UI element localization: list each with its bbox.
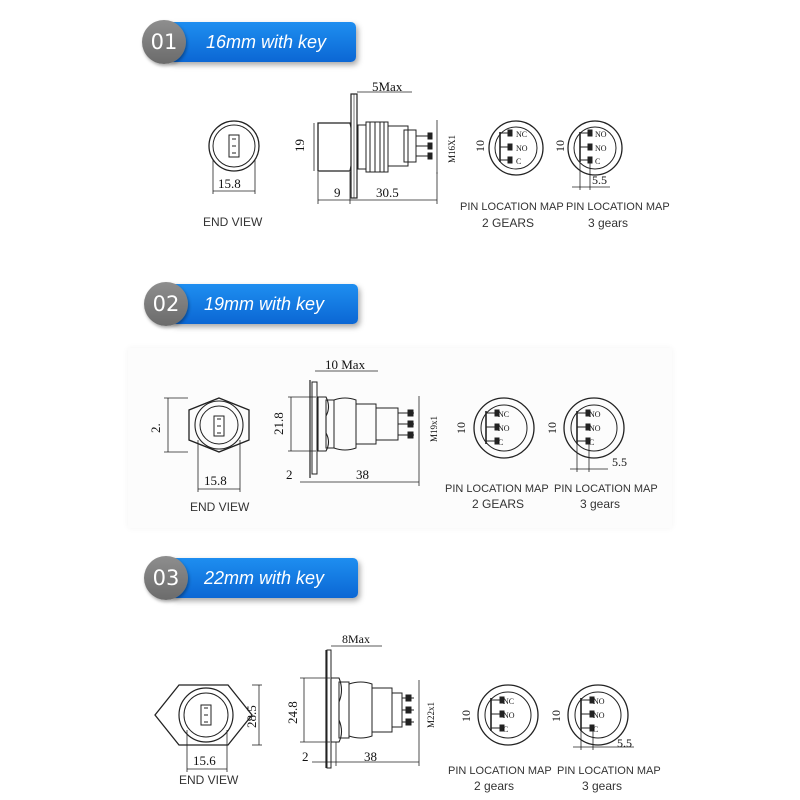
banner-number-badge: 03: [144, 556, 188, 600]
banner-bar: [172, 558, 358, 598]
pin-map-gears: 3 gears: [580, 497, 620, 511]
pin-map-gears: 2 GEARS: [482, 216, 534, 230]
end-view-label: END VIEW: [203, 215, 263, 229]
section-16mm: 01 16mm with key 15.8 END VIEW: [0, 0, 800, 250]
pin-label-c: C: [589, 438, 594, 447]
section-panel: [128, 348, 672, 528]
end-view: [208, 120, 260, 194]
end-view-label: END VIEW: [190, 500, 250, 514]
section-drawing: 15.8 END VIEW 5Max 19 9 30.5 M16X1: [203, 79, 670, 230]
pin-label-c: C: [503, 725, 508, 734]
side-view-height-dim: 24.8: [285, 701, 300, 724]
pin-map-dim-2: 5.5: [617, 736, 632, 750]
end-view-side-dim: 28.5: [244, 705, 259, 728]
side-view-thread: M22x1: [426, 702, 436, 728]
pin-map-2-gears: [477, 684, 539, 746]
end-view: [164, 397, 250, 492]
side-view-length-dim: 30.5: [376, 185, 399, 200]
pin-label-no: NO: [516, 144, 528, 153]
pin-map-2-gears: [488, 120, 544, 176]
end-view-label: END VIEW: [179, 773, 239, 787]
section-19mm: 02 19mm with key 2. 15.8 END VIEW: [0, 270, 800, 530]
pin-map-dim: 10: [473, 140, 487, 152]
pin-label-no: NO: [595, 144, 607, 153]
pin-label-nc: NC: [516, 130, 527, 139]
pin-label-no: NO: [595, 130, 607, 139]
section-drawing: 2. 15.8 END VIEW 10 Max 21.8 2 38 M19x1: [148, 357, 658, 514]
side-view: [300, 645, 420, 769]
pin-map-dim-2: 5.5: [592, 173, 607, 187]
pin-label-no: NO: [589, 410, 601, 419]
pin-label-nc: NC: [498, 410, 509, 419]
end-view-side-dim: 2.: [148, 423, 163, 433]
section-number: 03: [152, 566, 180, 590]
end-view-width-dim: 15.8: [218, 176, 241, 191]
side-view-front-dim: 2: [302, 749, 309, 764]
side-view-thread: M16X1: [447, 135, 457, 163]
end-view-width-dim: 15.8: [204, 473, 227, 488]
side-view-max-dim: 5Max: [372, 79, 403, 94]
pin-map-gears: 3 gears: [582, 779, 622, 793]
section-number: 02: [152, 292, 180, 316]
pin-label-c: C: [498, 438, 503, 447]
pin-map-dim: 10: [454, 422, 468, 434]
pin-map-gears: 3 gears: [588, 216, 628, 230]
section-banner: 03 22mm with key: [142, 556, 362, 604]
pin-map-dim: 10: [549, 710, 563, 722]
side-view-length-dim: 38: [356, 467, 369, 482]
banner-bar: [170, 22, 356, 62]
section-title: 16mm with key: [206, 32, 327, 52]
side-view-max-dim: 10 Max: [325, 357, 366, 372]
pin-map-dim: 10: [553, 140, 567, 152]
side-view: [313, 91, 438, 204]
pin-map-3-gears: [567, 684, 634, 750]
pin-map-caption: PIN LOCATION MAP: [448, 765, 552, 777]
pin-map-dim: 10: [459, 710, 473, 722]
pin-map-caption: PIN LOCATION MAP: [557, 765, 661, 777]
pin-label-c: C: [516, 157, 521, 166]
side-view-max-dim: 8Max: [342, 632, 370, 646]
pin-label-no: NO: [593, 711, 605, 720]
pin-map-caption: PIN LOCATION MAP: [460, 201, 564, 213]
pin-label-no: NO: [589, 424, 601, 433]
pin-map-gears: 2 gears: [474, 779, 514, 793]
section-title: 19mm with key: [204, 294, 325, 314]
pin-map-caption: PIN LOCATION MAP: [554, 483, 658, 495]
pin-label-c: C: [593, 725, 598, 734]
pin-map-dim-2: 5.5: [612, 455, 627, 469]
pin-map-3-gears: [567, 120, 623, 190]
pin-map-2-gears: [473, 397, 535, 459]
section-banner: 01 16mm with key: [140, 20, 360, 68]
side-view-height-dim: 19: [292, 139, 307, 152]
section-number: 01: [150, 30, 178, 54]
pin-map-gears: 2 GEARS: [472, 497, 524, 511]
section-22mm: 03 22mm with key 28.5 15.6 END VIEW: [0, 550, 800, 800]
banner-number-badge: 02: [144, 282, 188, 326]
pin-map-dim: 10: [545, 422, 559, 434]
banner-number-badge: 01: [142, 20, 186, 64]
section-drawing: 28.5 15.6 END VIEW 8Max 24.8 2 38 M22: [154, 632, 661, 793]
end-view: [154, 684, 262, 772]
pin-label-nc: NC: [503, 697, 514, 706]
section-title: 22mm with key: [204, 568, 325, 588]
end-view-width-dim: 15.6: [193, 753, 216, 768]
pin-label-no: NO: [593, 697, 605, 706]
side-view-height-dim: 21.8: [271, 412, 286, 435]
pin-label-no: NO: [498, 424, 510, 433]
pin-map-caption: PIN LOCATION MAP: [445, 483, 549, 495]
side-view-front-dim: 2: [286, 467, 293, 482]
pin-label-no: NO: [503, 711, 515, 720]
section-banner: 02 19mm with key: [142, 282, 362, 330]
banner-bar: [172, 284, 358, 324]
pin-label-c: C: [595, 157, 600, 166]
side-view-thread: M19x1: [429, 416, 439, 442]
side-view: [288, 370, 420, 486]
pin-map-caption: PIN LOCATION MAP: [566, 201, 670, 213]
side-view-length-dim: 38: [364, 749, 377, 764]
side-view-front-dim: 9: [334, 185, 341, 200]
pin-map-3-gears: [563, 397, 625, 472]
